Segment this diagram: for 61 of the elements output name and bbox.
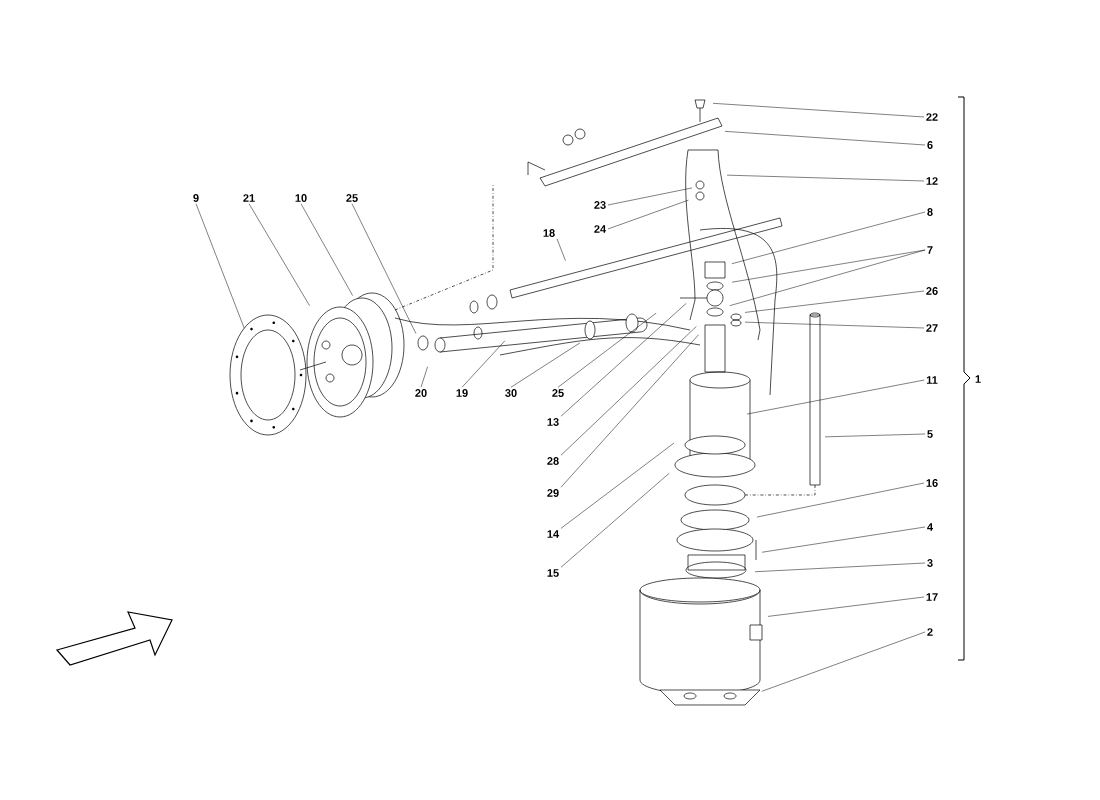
leader-line bbox=[824, 433, 926, 438]
leader-line bbox=[746, 379, 925, 415]
callout-number: 20 bbox=[415, 389, 427, 397]
leader-line bbox=[726, 174, 925, 182]
callout-number: 24 bbox=[594, 225, 607, 233]
leader-line bbox=[461, 340, 506, 388]
callout-number: 6 bbox=[927, 141, 933, 149]
leader-line bbox=[761, 631, 926, 692]
callout-number: 7 bbox=[927, 246, 933, 254]
leader-line bbox=[731, 211, 926, 264]
callout-number: 16 bbox=[926, 479, 938, 487]
callout-number: 10 bbox=[295, 194, 307, 202]
callout-number: 29 bbox=[547, 489, 559, 497]
leader-line bbox=[557, 312, 657, 388]
leader-line bbox=[744, 290, 925, 313]
leader-line bbox=[351, 203, 417, 334]
callout-number: 26 bbox=[926, 287, 938, 295]
callout-number: 5 bbox=[927, 430, 933, 438]
callout-number: 11 bbox=[926, 376, 938, 384]
callout-number: 15 bbox=[547, 569, 559, 577]
leader-line bbox=[712, 103, 925, 118]
callout-number: 9 bbox=[193, 194, 199, 202]
callout-number: 2 bbox=[927, 628, 933, 636]
leader-line bbox=[300, 203, 353, 296]
leader-line bbox=[248, 203, 310, 306]
callout-number: 28 bbox=[547, 457, 559, 465]
callout-number: 4 bbox=[927, 523, 933, 531]
callout-number: 27 bbox=[926, 324, 938, 332]
callout-number: 1 bbox=[975, 375, 981, 383]
leader-line bbox=[560, 473, 670, 568]
callout-number: 17 bbox=[926, 593, 938, 601]
leader-line bbox=[195, 203, 245, 329]
leader-line bbox=[560, 442, 675, 529]
callout-number: 25 bbox=[552, 389, 564, 397]
leader-line bbox=[767, 596, 925, 617]
callout-number: 12 bbox=[926, 177, 938, 185]
leader-line bbox=[560, 303, 687, 417]
leader-line bbox=[560, 334, 699, 488]
callout-number: 25 bbox=[346, 194, 358, 202]
callout-number: 18 bbox=[543, 229, 555, 237]
leader-line bbox=[724, 131, 926, 146]
leader-line bbox=[754, 562, 926, 572]
callout-number: 3 bbox=[927, 559, 933, 567]
leader-line bbox=[729, 249, 926, 306]
leader-line bbox=[420, 366, 428, 388]
leader-line bbox=[607, 187, 693, 206]
leader-line bbox=[560, 326, 697, 456]
callout-number: 14 bbox=[547, 530, 560, 538]
callout-number: 22 bbox=[926, 113, 938, 121]
leader-line bbox=[556, 238, 566, 261]
leader-line bbox=[510, 342, 581, 388]
callout-number: 21 bbox=[243, 194, 255, 202]
callout-number: 23 bbox=[594, 201, 606, 209]
leader-line bbox=[761, 526, 926, 553]
callout-number: 19 bbox=[456, 389, 468, 397]
leader-line bbox=[607, 199, 689, 230]
leader-line bbox=[744, 321, 925, 329]
callout-number: 8 bbox=[927, 208, 933, 216]
callout-number: 30 bbox=[505, 389, 517, 397]
leader-line bbox=[756, 482, 925, 518]
callout-number: 13 bbox=[547, 418, 559, 426]
